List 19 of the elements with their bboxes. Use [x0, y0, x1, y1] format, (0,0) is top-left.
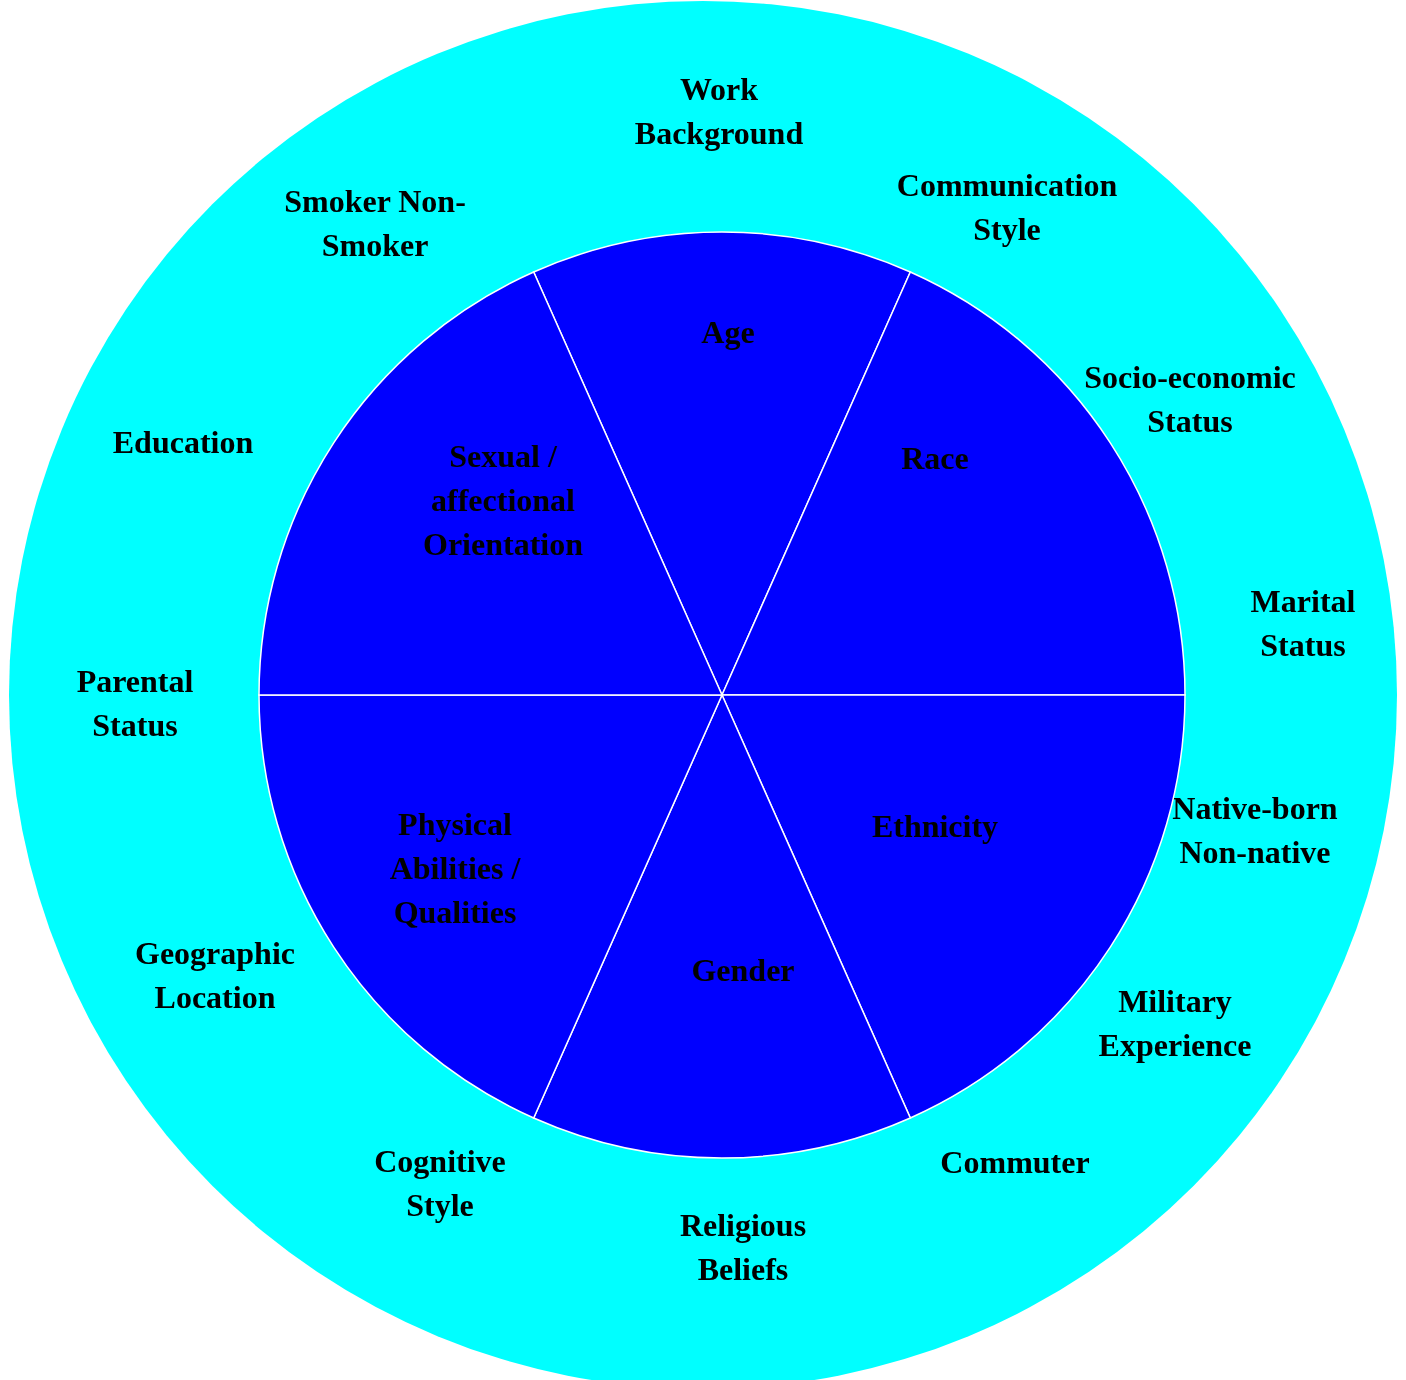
category-label: Commuter: [939, 1143, 1091, 1182]
dimension-label: Race: [900, 439, 970, 478]
category-label: Religious Beliefs: [678, 1206, 808, 1289]
dimension-label: Sexual / affectional Orientation: [422, 437, 584, 564]
category-label: Communication Style: [895, 166, 1119, 249]
category-label: Parental Status: [75, 662, 195, 745]
category-label: Native-born Non-native: [1171, 789, 1339, 872]
category-label: Military Experience: [1097, 982, 1253, 1065]
category-label: Smoker Non-Smoker: [283, 182, 467, 265]
category-label: Work Background: [633, 70, 805, 153]
category-label: Education: [111, 423, 255, 462]
dimension-label: Gender: [690, 951, 796, 990]
category-label: Cognitive Style: [373, 1142, 507, 1225]
dimension-label: Physical Abilities / Qualities: [388, 805, 522, 932]
category-label: Socio-economic Status: [1083, 358, 1297, 441]
category-label: Geographic Location: [134, 934, 296, 1017]
category-label: Marital Status: [1249, 582, 1357, 665]
dimension-label: Ethnicity: [870, 807, 1000, 846]
dimension-label: Age: [700, 313, 756, 352]
